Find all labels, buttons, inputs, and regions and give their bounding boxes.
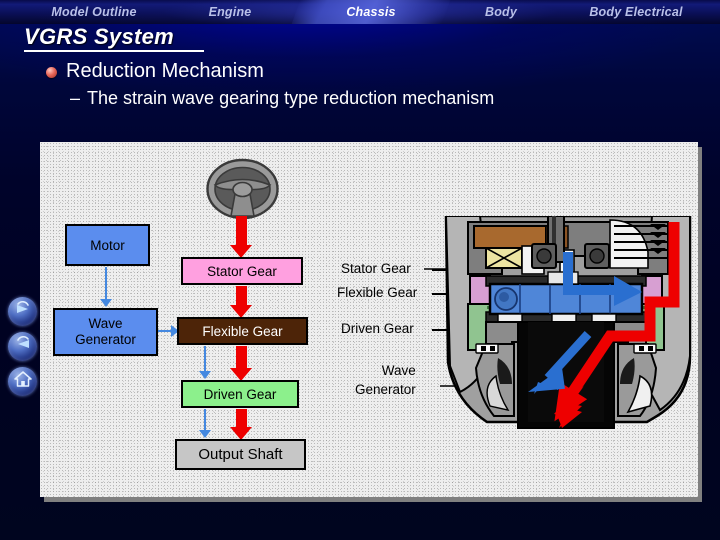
forward-button[interactable] bbox=[8, 297, 37, 326]
flow-box-flexible-gear-label: Flexible Gear bbox=[202, 323, 283, 339]
flow-arrow-driven-output-blue-head bbox=[199, 430, 211, 438]
flow-arrow-wheel-stator-head bbox=[230, 245, 252, 258]
bullet-dot-icon bbox=[46, 67, 57, 78]
vgrs-cutaway-diagram bbox=[442, 214, 694, 436]
top-nav-bar: Model Outline Engine Chassis Body Body E… bbox=[0, 0, 720, 24]
flow-box-flexible-gear[interactable]: Flexible Gear bbox=[177, 317, 308, 345]
nav-tab-chassis[interactable]: Chassis bbox=[346, 5, 396, 19]
home-button[interactable] bbox=[8, 367, 37, 396]
flow-box-motor[interactable]: Motor bbox=[65, 224, 150, 266]
flow-arrow-driven-output-shaft bbox=[236, 409, 247, 429]
nav-tab-body-electrical[interactable]: Body Electrical bbox=[589, 5, 683, 19]
nav-tab-engine[interactable]: Engine bbox=[208, 5, 252, 19]
flow-box-wave-generator[interactable]: Wave Generator bbox=[53, 308, 158, 356]
flow-box-stator-gear[interactable]: Stator Gear bbox=[181, 257, 303, 285]
flow-box-driven-gear-label: Driven Gear bbox=[203, 386, 277, 402]
home-icon bbox=[13, 369, 33, 394]
flow-arrow-wavegen-flexible-head bbox=[171, 325, 179, 337]
flow-arrow-driven-output-blue-shaft bbox=[204, 409, 207, 431]
flow-arrow-flexible-driven-blue-head bbox=[199, 371, 211, 379]
callout-wave-generator: Wave Generator bbox=[355, 361, 416, 399]
flow-arrow-wheel-stator-shaft bbox=[236, 216, 247, 247]
flow-box-driven-gear[interactable]: Driven Gear bbox=[181, 380, 299, 408]
callout-flexible-gear: Flexible Gear bbox=[337, 285, 418, 300]
nav-tab-model-outline[interactable]: Model Outline bbox=[51, 5, 137, 19]
flow-arrow-motor-wavegen-head bbox=[100, 299, 112, 307]
callout-wave-generator-line1: Wave bbox=[381, 363, 416, 378]
page-title: VGRS System bbox=[24, 24, 175, 49]
nav-tab-body[interactable]: Body bbox=[484, 5, 518, 19]
flow-box-wave-generator-line2: Generator bbox=[75, 332, 136, 347]
bullet-level1: Reduction Mechanism bbox=[46, 58, 264, 84]
title-underline bbox=[24, 50, 204, 52]
flow-box-motor-label: Motor bbox=[90, 237, 125, 253]
callout-stator-gear: Stator Gear bbox=[341, 261, 411, 276]
flow-arrow-driven-output-head bbox=[230, 427, 252, 440]
steering-wheel-icon bbox=[205, 158, 280, 220]
flow-arrow-stator-flexible-shaft bbox=[236, 286, 247, 307]
bullet-level2-dash: – bbox=[70, 88, 81, 108]
callout-driven-gear: Driven Gear bbox=[341, 321, 414, 336]
bullet-level2-text: The strain wave gearing type reduction m… bbox=[87, 88, 495, 108]
flow-arrow-motor-wavegen-shaft bbox=[105, 267, 108, 300]
flow-box-output-shaft-label: Output Shaft bbox=[198, 446, 283, 463]
bullet-level2: –The strain wave gearing type reduction … bbox=[70, 86, 494, 110]
callout-wave-generator-line2: Generator bbox=[355, 382, 416, 397]
back-icon bbox=[13, 334, 33, 359]
flow-box-output-shaft[interactable]: Output Shaft bbox=[175, 439, 306, 470]
back-button[interactable] bbox=[8, 332, 37, 361]
flow-arrow-stator-flexible-head bbox=[230, 305, 252, 318]
bullet-level1-text: Reduction Mechanism bbox=[66, 60, 264, 82]
flow-arrow-flexible-driven-blue-shaft bbox=[204, 346, 207, 372]
flow-arrow-flexible-driven-shaft bbox=[236, 346, 247, 370]
flow-box-stator-gear-label: Stator Gear bbox=[207, 263, 277, 279]
forward-icon bbox=[13, 299, 33, 324]
flow-box-wave-generator-line1: Wave bbox=[88, 316, 123, 331]
flow-arrow-flexible-driven-head bbox=[230, 368, 252, 381]
flow-arrow-wavegen-flexible-shaft bbox=[158, 330, 172, 333]
